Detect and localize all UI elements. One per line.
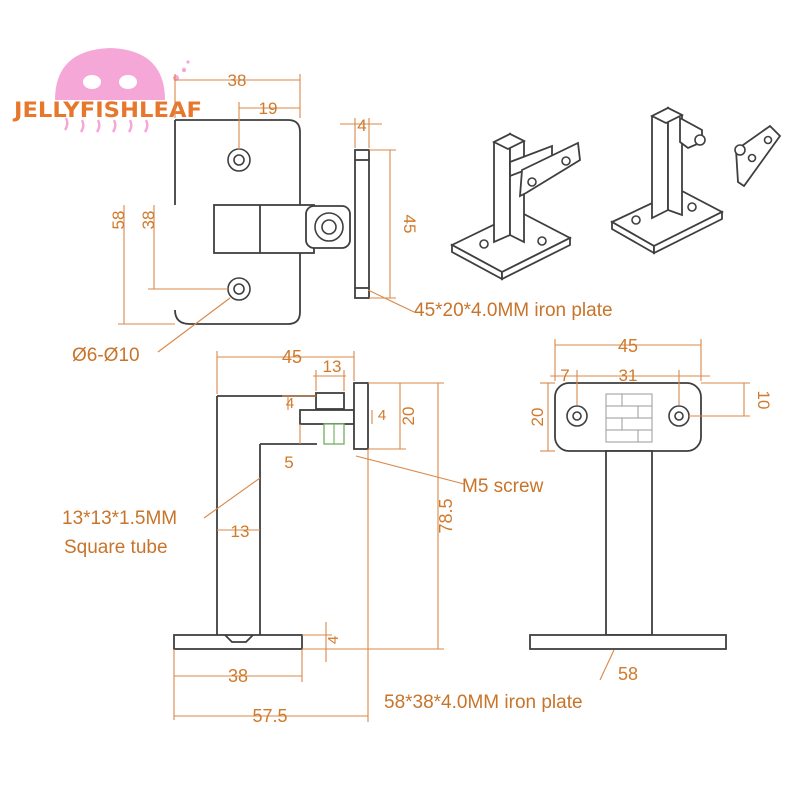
dim-top-plate-thickness: 4 [357,116,366,135]
front-view: 45 13 4 4 20 5 13 78.5 4 [62,347,583,726]
dim-side-plate-height: 20 [528,408,547,427]
dim-top-hole-spacing: 38 [139,211,158,230]
side-view-tube [605,450,653,636]
jellyfish-logo-icon [55,48,165,100]
dim-top-overall-width: 38 [228,71,247,90]
side-view: 45 7 31 20 10 58 [528,336,773,684]
dim-front-screw-head: 13 [323,357,342,376]
dim-front-base-outer: 57.5 [252,706,287,726]
dim-front-base-inner: 38 [228,666,248,686]
isometric-exploded [610,106,782,255]
callout-small-plate: 45*20*4.0MM iron plate [414,300,613,321]
dim-front-gap-side: 4 [378,407,386,424]
dim-side-plate-width: 45 [618,336,638,356]
dim-front-gap-top: 4 [286,395,294,412]
top-view-arm [213,204,315,254]
front-view-tube [216,395,317,635]
dim-side-base-width: 58 [618,664,638,684]
front-view-side-plate [353,382,369,450]
isometric-views [450,106,782,281]
dim-front-arm-width: 45 [282,347,302,367]
top-view-side-plate [354,149,370,299]
dim-front-inset: 5 [284,453,293,472]
callout-base-plate: 58*38*4.0MM iron plate [384,692,583,713]
dim-front-base-thickness: 4 [325,636,342,644]
callout-screw: M5 screw [462,476,544,497]
top-view: 38 19 58 38 4 45 Ø6-Ø10 45*20*4.0MM iron… [72,71,613,366]
dim-top-plate-length: 45 [400,215,419,234]
hinge-pattern [605,393,653,443]
dim-top-hole-offset: 19 [259,99,278,118]
brand-name: JELLYFISHLEAF [12,98,202,122]
isometric-assembled [450,132,581,281]
callout-hole-size: Ø6-Ø10 [72,345,140,366]
dim-front-total-height: 78.5 [436,498,456,533]
brand-logo: JELLYFISHLEAF [12,48,202,133]
dim-side-hole-spacing: 31 [619,366,638,385]
side-view-base-plate [529,634,727,650]
dim-side-hole-center: 10 [754,391,773,410]
top-view-plate [174,119,301,325]
dim-top-height-outer: 58 [109,211,128,230]
screw-head [315,392,345,410]
dim-side-hole-edge: 7 [560,366,569,385]
callout-tube-line1: 13*13*1.5MM [62,508,177,529]
dim-front-tube-width: 13 [231,522,250,541]
dim-front-plate-height: 20 [399,407,418,426]
callout-tube-line2: Square tube [64,537,168,558]
